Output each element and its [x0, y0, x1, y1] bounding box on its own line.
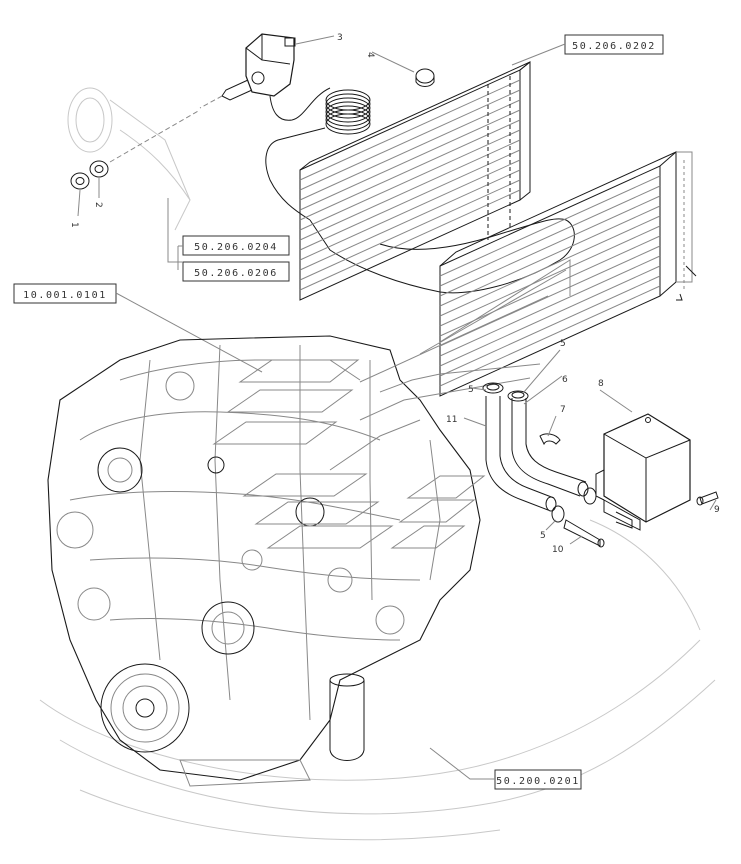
water-valve-part-8	[595, 413, 691, 531]
engine-assembly	[47, 335, 481, 787]
callout-c10: 10	[552, 545, 564, 555]
hose-clamp-part-5-right	[507, 390, 529, 402]
callout-c5a: 5	[560, 339, 566, 349]
reference-code-boxes: 50.206.0202 50.206.0204 50.206.0206 10.0…	[13, 34, 664, 790]
callout-c5c: 5	[540, 531, 546, 541]
callout-c4: 4	[365, 52, 375, 58]
callout-c8: 8	[598, 379, 604, 389]
heater-core-upper	[299, 60, 531, 301]
screw-part-9	[696, 491, 719, 506]
plug-cap-part-4	[371, 51, 435, 87]
callout-c9: 9	[714, 505, 720, 515]
ghost-outlines	[39, 87, 716, 841]
ref-label-50-206-0204: 50.206.0204	[194, 242, 278, 253]
hose-part-6	[511, 398, 589, 497]
callout-c2: 2	[93, 202, 103, 208]
hose-clamp-part-5-left	[482, 382, 504, 394]
hose-clamp-part-5-lower	[551, 487, 597, 523]
callout-c11: 11	[446, 415, 457, 425]
capillary-sensing-loop	[309, 218, 575, 294]
callout-c6: 6	[562, 375, 568, 385]
callout-c7: 7	[560, 405, 566, 415]
ref-box-50-206-0204: 50.206.0204	[182, 235, 290, 256]
knob-part-1	[70, 172, 90, 190]
ref-box-50-206-0202: 50.206.0202	[511, 34, 664, 66]
engine-mount-outlines	[212, 259, 571, 549]
ref-label-50-206-0202: 50.206.0202	[572, 41, 656, 52]
ref-box-50-206-0206: 50.206.0206	[182, 261, 290, 282]
bolt-part-10	[563, 519, 605, 548]
ref-box-50-200-0201: 50.200.0201	[429, 747, 582, 790]
thermostat-switch	[199, 33, 331, 221]
callout-number-layer: 3 4 1 2 5 5 6 8 7 11 9 5 10	[69, 33, 720, 555]
ref-label-10-001-0101: 10.001.0101	[23, 290, 107, 301]
ref-label-50-206-0206: 50.206.0206	[194, 268, 278, 279]
capillary-coil	[325, 89, 371, 135]
ref-label-50-200-0201: 50.200.0201	[496, 776, 580, 787]
hose-part-11	[485, 396, 557, 512]
retaining-clip-part-7	[539, 433, 561, 446]
callout-leaders	[295, 35, 717, 545]
heater-core-lower	[439, 150, 697, 397]
callout-c3: 3	[337, 33, 343, 43]
callout-c1: 1	[69, 222, 79, 228]
ref-box-10-001-0101: 10.001.0101	[13, 283, 263, 373]
washer-part-2	[89, 160, 109, 178]
callout-c5b: 5	[468, 385, 474, 395]
